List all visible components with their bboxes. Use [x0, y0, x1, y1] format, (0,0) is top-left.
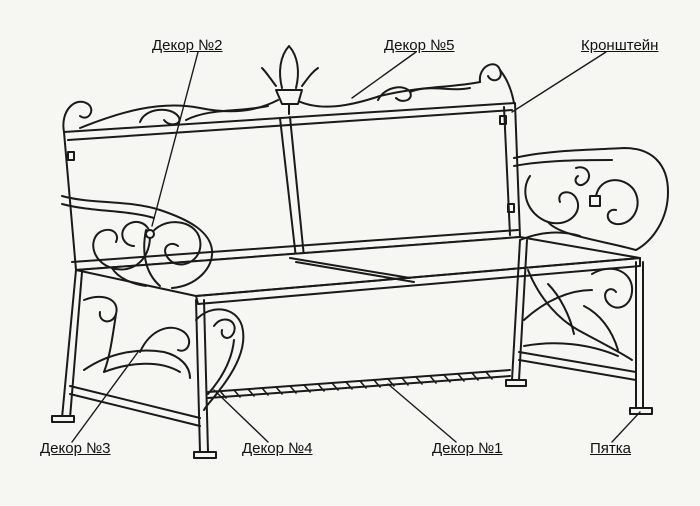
legs-frame [61, 239, 644, 453]
left-side-scrolls [83, 295, 245, 411]
label-decor-2: Декор №2 [152, 37, 223, 54]
right-side-scrolls [523, 267, 634, 361]
seat-frame [75, 236, 641, 305]
label-decor-5: Декор №5 [384, 37, 455, 54]
label-heel: Пятка [590, 440, 632, 457]
label-bracket: Кронштейн [581, 37, 659, 54]
left-armrest [61, 195, 214, 289]
label-decor-4: Декор №4 [242, 440, 313, 457]
twisted-stretcher [207, 369, 511, 399]
callout-leaders [71, 51, 641, 443]
right-armrest [513, 147, 669, 251]
heel-plates [51, 379, 653, 459]
label-decor-1: Декор №1 [432, 440, 503, 457]
top-scroll-crest [62, 45, 515, 133]
label-decor-3: Декор №3 [40, 440, 111, 457]
